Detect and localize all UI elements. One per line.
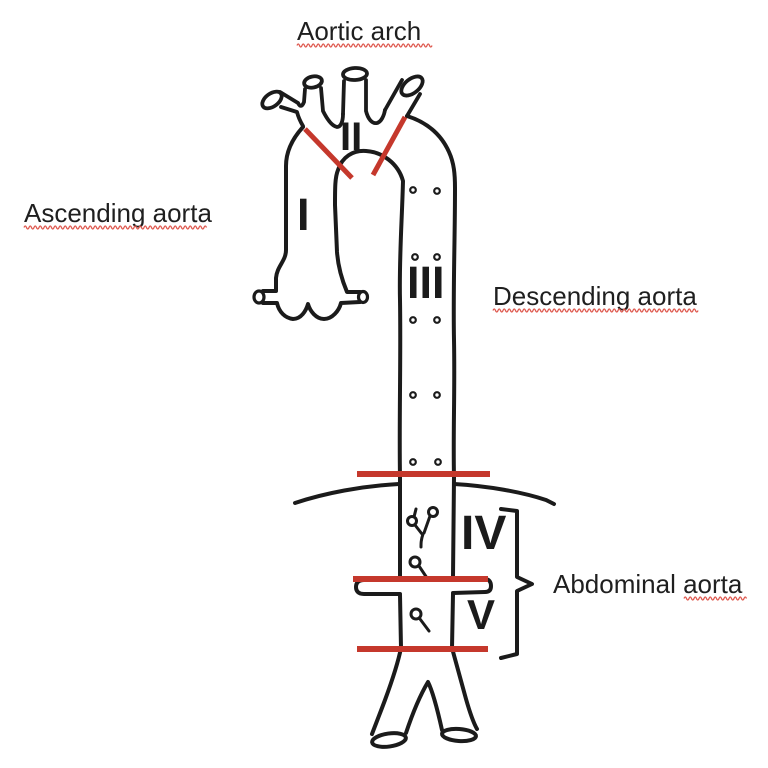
red-section-markers [303, 115, 490, 652]
label-abdominal-aorta: Abdominal aorta [553, 569, 748, 601]
label-aortic-arch-text: Aortic arch [297, 16, 422, 46]
right-coronary-stub-end [356, 289, 370, 305]
left-coronary-stub-end [252, 289, 266, 305]
brachiocephalic-left-branch-end [260, 89, 284, 111]
infrarenal-walls [370, 592, 479, 736]
brachiocephalic-artery [278, 86, 345, 129]
spellcheck-squiggle [23, 225, 208, 230]
marker-arch-descending-boundary [370, 115, 408, 177]
ima-hook-tip [409, 607, 423, 621]
celiac-branch-right-tip [427, 506, 439, 518]
left-carotid-artery [341, 78, 387, 125]
descending-aorta-right-outline [405, 114, 457, 579]
spellcheck-squiggle [683, 596, 748, 601]
arch-branch-vessels [260, 66, 425, 129]
label-ascending-aorta-text: Ascending aorta [24, 198, 212, 228]
spellcheck-squiggle [492, 308, 699, 313]
celiac-trunk-lines [412, 507, 432, 549]
abdominal-segments-bracket [499, 507, 534, 660]
celiac-branch-left-tip [406, 515, 418, 527]
left-iliac-open-end [370, 731, 408, 749]
brachiocephalic-right-branch-end [302, 74, 324, 90]
aorta-outline [252, 114, 493, 749]
right-iliac-open-end [440, 726, 478, 744]
label-descending-aorta: Descending aorta [492, 281, 699, 313]
iliac-bifurcation-notch [404, 680, 444, 735]
segment-numeral-5: V [467, 591, 496, 638]
left-subclavian-artery [383, 78, 422, 118]
ima-hook-tail [418, 617, 431, 633]
abdominal-branch-squiggles [406, 506, 439, 633]
diaphragm-curve [293, 482, 556, 506]
intercostal-ostia-dots [409, 186, 442, 466]
sma-hook-tip [408, 555, 422, 569]
left-subclavian-open-end [399, 74, 425, 98]
label-ascending-aorta: Ascending aorta [23, 198, 212, 230]
marker-ascending-arch-boundary [303, 127, 354, 180]
segment-numeral-3: III [407, 257, 445, 308]
left-carotid-open-end [341, 66, 369, 82]
label-descending-aorta-text: Descending aorta [493, 281, 697, 311]
spellcheck-squiggle [296, 43, 433, 48]
label-abdominal-aorta-text: Abdominal aorta [553, 569, 743, 599]
segment-numeral-4: IV [461, 507, 507, 560]
ascending-aorta-and-root-outline [261, 125, 405, 581]
segment-numeral-1: I [297, 189, 310, 240]
segment-numeral-2: II [340, 115, 363, 159]
label-aortic-arch: Aortic arch [296, 16, 433, 48]
